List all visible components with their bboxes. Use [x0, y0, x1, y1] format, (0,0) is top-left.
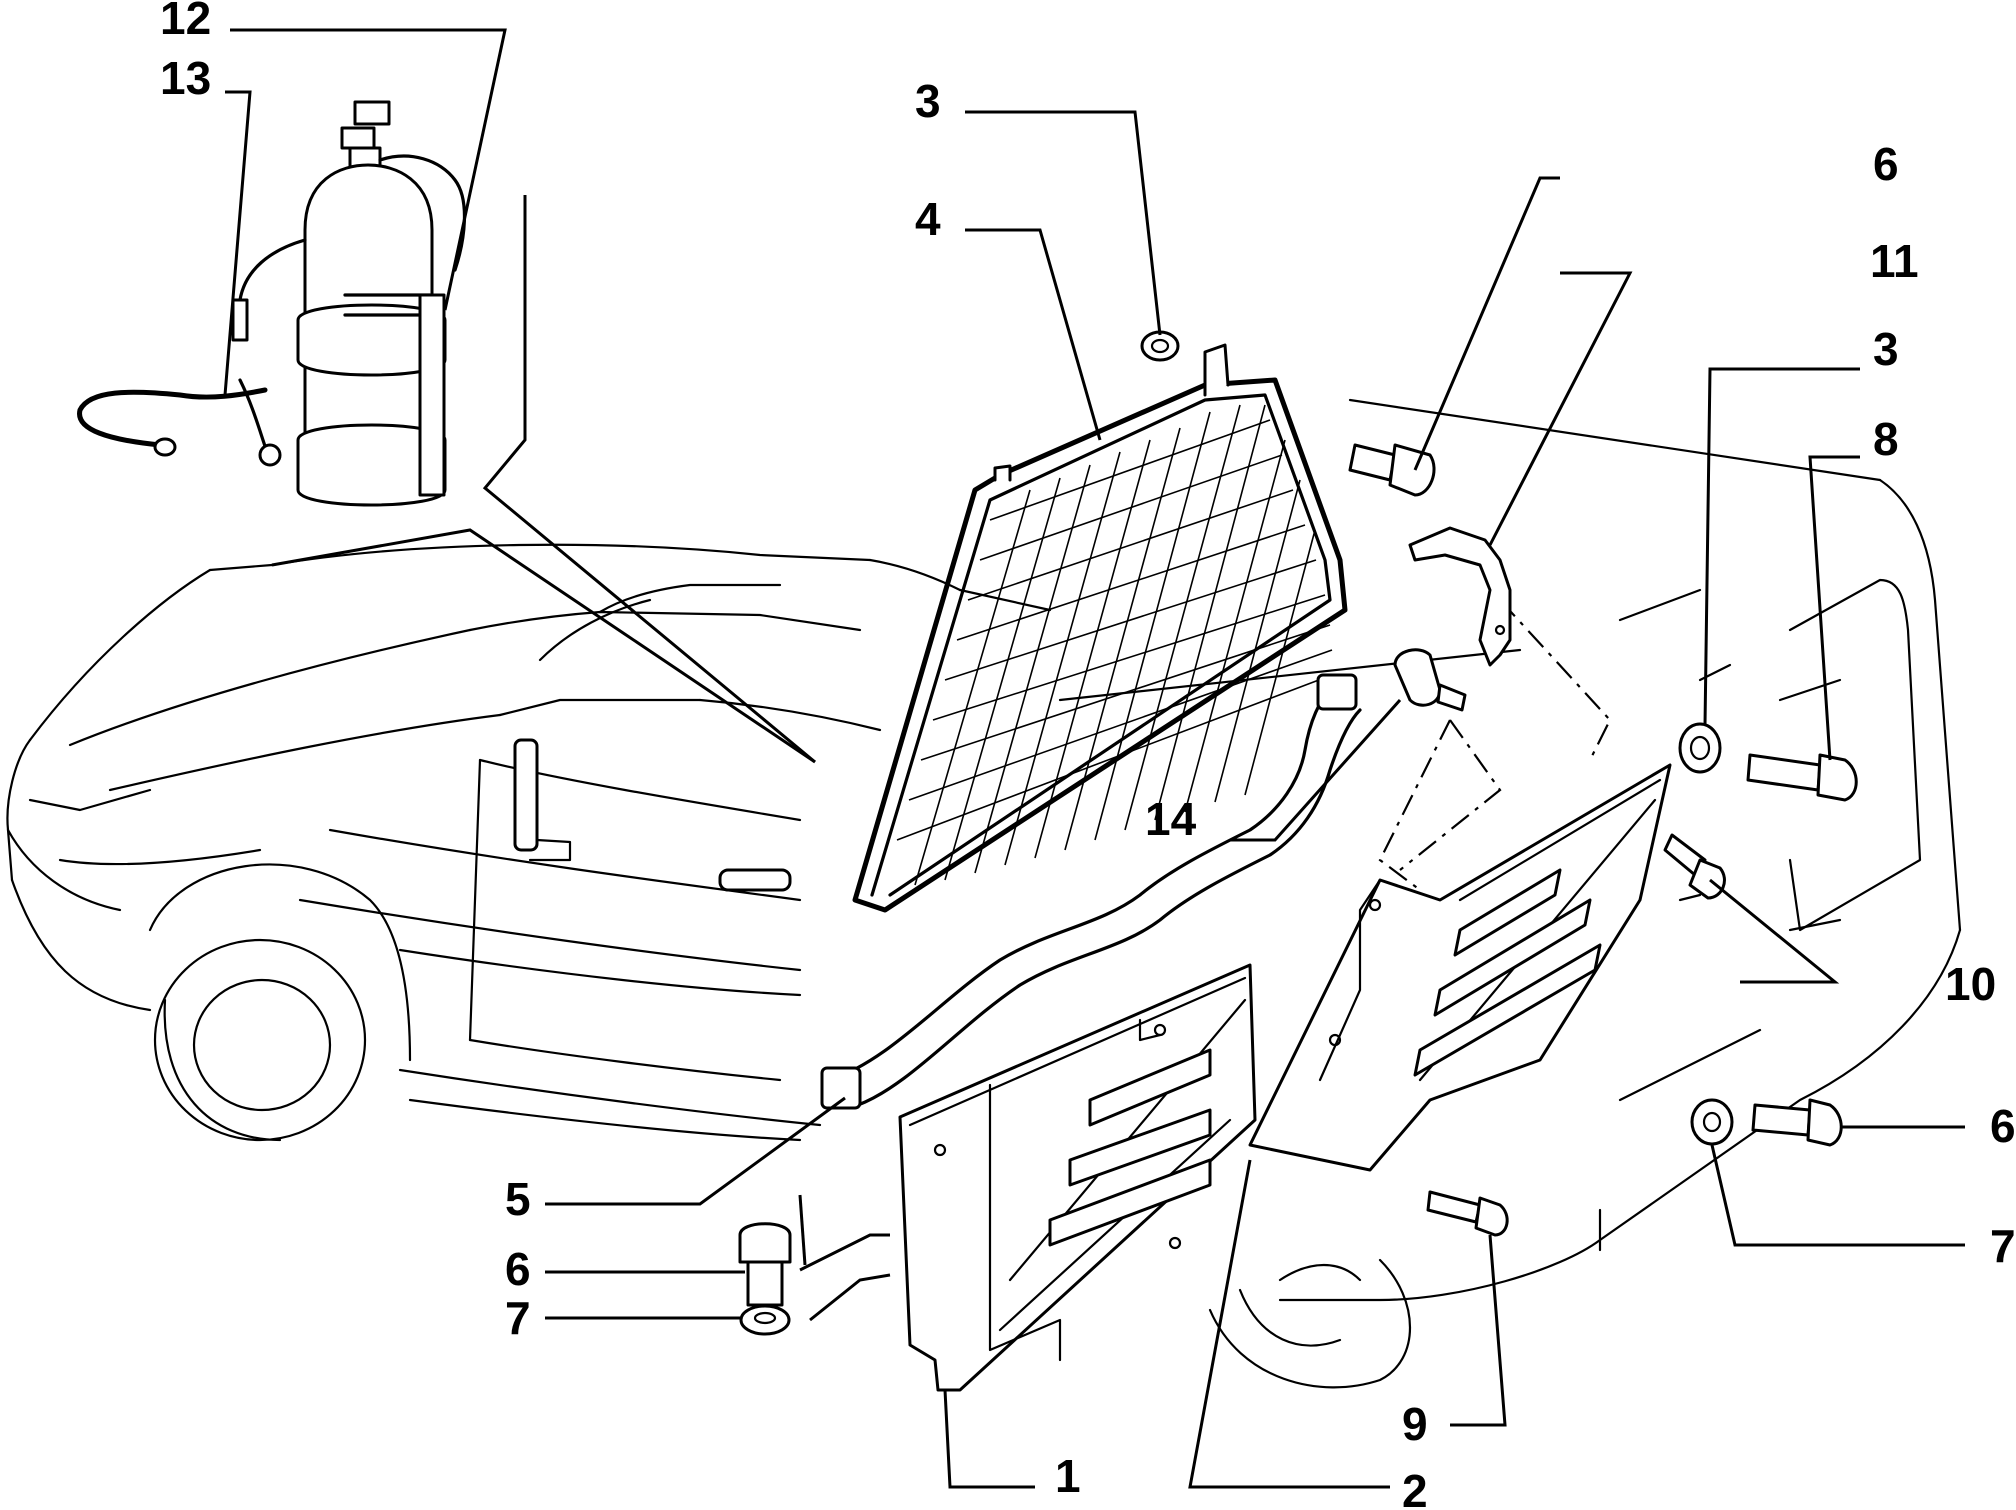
leader-lines	[223, 28, 1965, 1489]
knob-part-14	[1393, 648, 1467, 712]
callout-13: 13	[160, 52, 211, 104]
screw-part-10	[1663, 833, 1726, 900]
support-bar-part-14	[820, 673, 1362, 1110]
side-panel-part-1	[898, 963, 1257, 1392]
bolt-part-6-right	[1751, 1098, 1843, 1147]
screw-part-9	[1426, 1190, 1509, 1237]
washer-part-3-top	[1140, 330, 1180, 362]
callout-7-right: 7	[1990, 1220, 2016, 1272]
callout-4: 4	[915, 193, 941, 245]
callout-5: 5	[505, 1173, 531, 1225]
side-panel-part-2	[1248, 763, 1672, 1172]
callout-3-top: 3	[915, 75, 941, 127]
callout-12: 12	[160, 0, 211, 44]
nut-part-3-right	[1678, 722, 1722, 774]
callout-7-bottom: 7	[505, 1292, 531, 1344]
callout-1: 1	[1055, 1450, 1081, 1502]
callout-11: 11	[1870, 235, 1919, 287]
fire-extinguisher-assembly	[77, 100, 466, 507]
bracket-part-11	[1408, 526, 1512, 667]
callout-3-right: 3	[1873, 323, 1899, 375]
cargo-net-part-4	[852, 343, 1348, 913]
callout-6-right: 6	[1990, 1100, 2016, 1152]
callout-9: 9	[1402, 1398, 1428, 1450]
callout-6-top: 6	[1873, 138, 1899, 190]
washer-part-7-bottom	[739, 1304, 791, 1336]
bolt-part-8	[1746, 753, 1858, 802]
bolt-part-6-top	[1348, 443, 1436, 497]
callout-2: 2	[1402, 1465, 1428, 1510]
assembly-dash-lines	[1378, 599, 1612, 891]
bolt-part-6-bottom	[738, 1222, 792, 1307]
callout-6-bottom: 6	[505, 1243, 531, 1295]
callout-14: 14	[1145, 793, 1197, 845]
washer-part-7-right	[1690, 1098, 1734, 1146]
callout-8: 8	[1873, 413, 1899, 465]
callout-10: 10	[1945, 958, 1996, 1010]
callout-labels: 12 13 3 4 6 11 3 8 14 10 6 7 5 6 7 9 1 2	[160, 0, 2016, 1510]
